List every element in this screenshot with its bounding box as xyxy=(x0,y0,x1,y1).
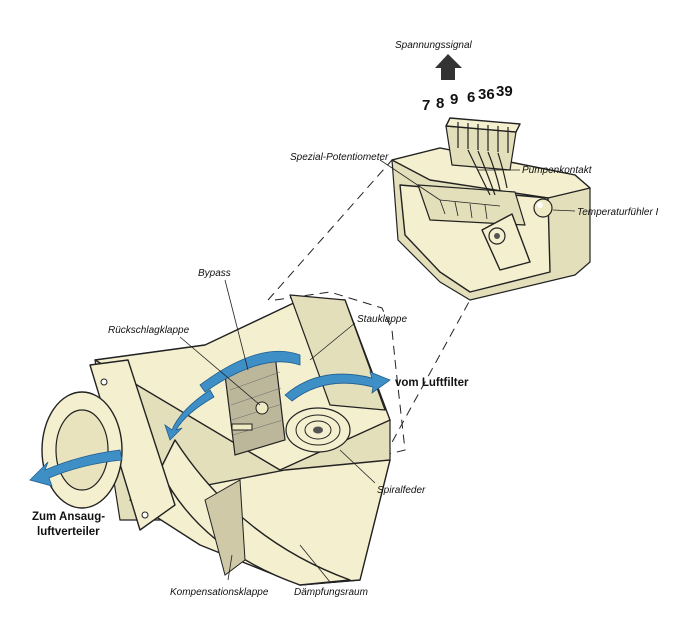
intake-tube xyxy=(41,391,123,509)
to-intake-label-line1: Zum Ansaug- xyxy=(32,511,105,523)
pin-label: 6 xyxy=(467,89,475,106)
to-intake-label-line2: luftverteiler xyxy=(37,526,100,538)
voltage-signal-label: Spannungssignal xyxy=(395,40,473,51)
airflow-arrow-down xyxy=(164,389,215,441)
spiral-spring-label: Spiralfeder xyxy=(377,485,426,496)
spiral-spring-icon xyxy=(285,407,351,453)
temperature-sensor-label: Temperaturfühler I xyxy=(577,207,659,218)
compensation-flap-label: Kompensationsklappe xyxy=(170,587,269,598)
from-air-filter-label: vom Luftfilter xyxy=(395,377,469,389)
bypass-label: Bypass xyxy=(198,268,231,279)
flange xyxy=(89,359,176,531)
pump-contact-label: Pumpenkontakt xyxy=(522,165,593,176)
check-valve-label: Rückschlagklappe xyxy=(108,325,190,336)
airflow-arrow-bypass xyxy=(199,350,301,393)
airflow-housing xyxy=(41,294,391,586)
potentiometer-module xyxy=(391,117,591,301)
leader-lines xyxy=(179,159,576,583)
check-valve-screw xyxy=(231,401,269,431)
airflow-arrow-outlet xyxy=(29,449,123,487)
pin-label: 7 xyxy=(422,97,430,114)
signal-arrow-icon xyxy=(435,54,462,80)
projection-lines xyxy=(267,159,471,456)
pin-label: 39 xyxy=(496,83,513,100)
damping-chamber-label: Dämpfungsraum xyxy=(294,587,368,598)
temperature-sensor-icon xyxy=(533,198,553,218)
compensation-flap xyxy=(204,479,246,576)
pin-label: 8 xyxy=(436,95,444,112)
pin-label: 9 xyxy=(450,91,458,108)
pin-label: 36 xyxy=(478,86,495,103)
wiper-arm xyxy=(481,213,531,271)
special-potentiometer-label: Spezial-Potentiometer xyxy=(290,152,389,163)
pin-numbers: 7 8 9 6 36 39 xyxy=(422,83,513,114)
airflow-arrows xyxy=(29,350,391,487)
airflow-arrow-inlet xyxy=(284,371,391,402)
resistor-track xyxy=(439,199,501,220)
baffle-flap-label: Stauklappe xyxy=(357,314,407,325)
